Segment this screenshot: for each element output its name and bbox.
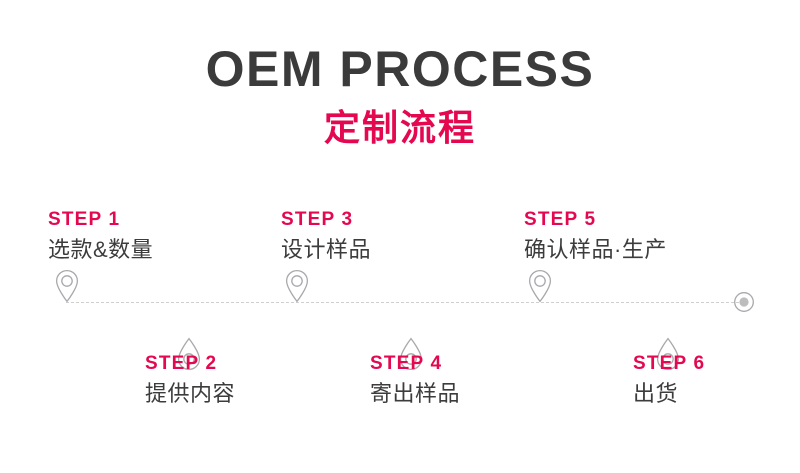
- step-tag-5: STEP 5: [524, 209, 597, 230]
- step-name-4: 寄出样品: [370, 380, 461, 406]
- step-block-6: STEP 6 出货: [633, 352, 705, 407]
- step-tag-3: STEP 3: [281, 209, 354, 230]
- step-name-6: 出货: [633, 380, 679, 406]
- timeline-dashed-line: [66, 302, 744, 303]
- step-name-5: 确认样品·生产: [524, 236, 667, 262]
- page-title-english: OEM PROCESS: [205, 41, 595, 97]
- page-title-chinese: 定制流程: [323, 107, 476, 148]
- step-tag-1: STEP 1: [48, 209, 121, 230]
- step-block-3: STEP 3 设计样品: [281, 208, 371, 263]
- step-block-4: STEP 4 寄出样品: [370, 352, 460, 407]
- step-tag-4: STEP 4: [370, 353, 443, 374]
- map-pin-icon: [284, 269, 310, 303]
- step-block-2: STEP 2 提供内容: [145, 352, 235, 407]
- map-pin-flipped-icon: [629, 303, 680, 371]
- step-tag-2: STEP 2: [145, 353, 218, 374]
- step-block-5: STEP 5 确认样品·生产: [524, 208, 667, 263]
- map-pin-flipped-icon: [150, 303, 201, 371]
- map-pin-flipped-icon: [372, 303, 423, 371]
- step-name-3: 设计样品: [281, 236, 372, 262]
- map-pin-icon: [527, 269, 553, 303]
- step-name-1: 选款&数量: [48, 236, 154, 262]
- map-pin-icon: [54, 269, 80, 303]
- step-tag-6: STEP 6: [633, 353, 706, 374]
- step-block-1: STEP 1 选款&数量: [48, 208, 153, 263]
- step-name-2: 提供内容: [145, 380, 236, 406]
- target-dot-icon: [733, 291, 755, 313]
